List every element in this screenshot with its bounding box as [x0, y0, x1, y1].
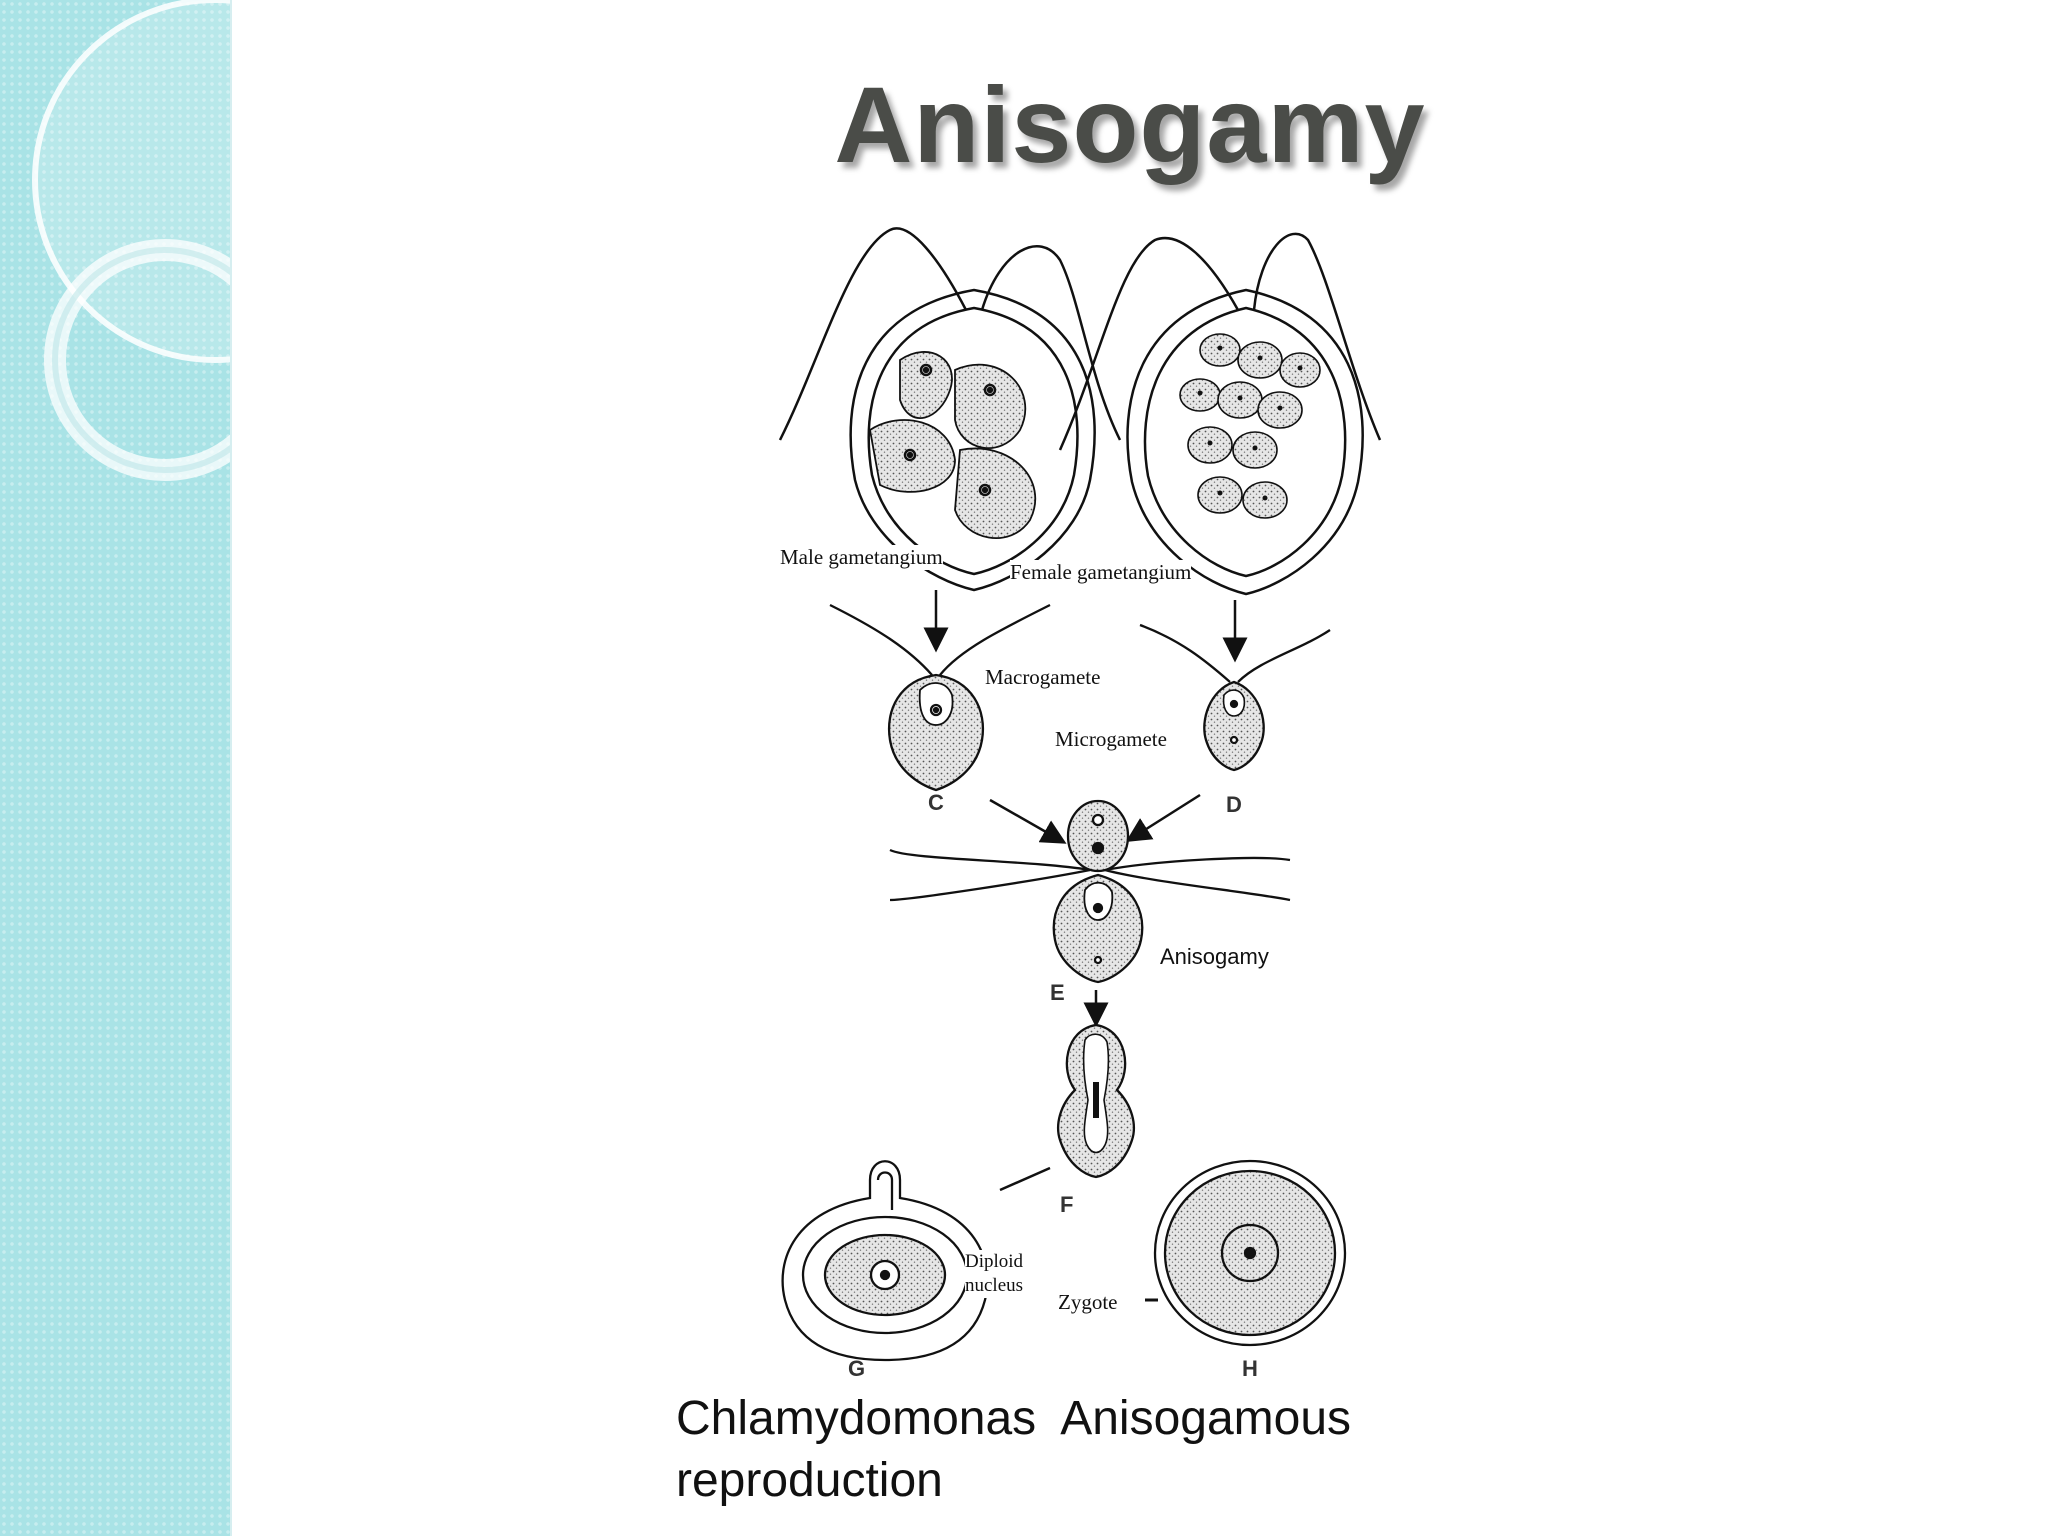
caption-line-2: reproduction [676, 1454, 943, 1507]
label-zygote: Zygote [1058, 1290, 1118, 1315]
slide-title: Anisogamy [834, 64, 1426, 185]
stage-letter-c: C [928, 790, 944, 815]
label-anisogamy: Anisogamy [1160, 944, 1269, 970]
life-cycle-illustration: C D E F G H [778, 227, 1382, 1380]
label-diploid: Diploid [965, 1251, 1024, 1272]
stage-letter-d: D [1226, 792, 1242, 817]
sidebar-rings-decoration [32, 0, 230, 481]
female-gametangium-cell [1058, 232, 1382, 596]
male-gametangium-cell [778, 227, 1122, 592]
fusing-gametes-e [889, 799, 1291, 984]
pointer-line-f [999, 1166, 1051, 1192]
stage-letter-g: G [848, 1356, 865, 1380]
label-nucleus: nucleus [965, 1275, 1024, 1296]
gamete-d [1139, 623, 1331, 772]
diagram-caption: Chlamydomonas Anisogamous reproduction [676, 1388, 1436, 1512]
gamete-c [829, 603, 1051, 792]
stage-letter-f: F [1060, 1192, 1073, 1217]
label-microgamete: Microgamete [1055, 727, 1167, 752]
stage-letter-e: E [1050, 980, 1065, 1005]
label-female-gametangium: Female gametangium [1010, 560, 1192, 585]
caption-line-1: Chlamydomonas Anisogamous [676, 1392, 1352, 1445]
decorative-sidebar [0, 0, 232, 1536]
label-diploid-nucleus: Diploid nucleus [965, 1250, 1024, 1298]
arrow-c-to-e [989, 798, 1067, 844]
arrow-d-to-e [1125, 793, 1201, 843]
zygote-h [1153, 1159, 1347, 1347]
germinating-zygote-g [781, 1160, 989, 1362]
label-macrogamete: Macrogamete [985, 665, 1101, 690]
label-male-gametangium: Male gametangium [780, 545, 943, 570]
stage-letter-h: H [1242, 1356, 1258, 1380]
zygote-forming-f [1056, 1023, 1136, 1179]
